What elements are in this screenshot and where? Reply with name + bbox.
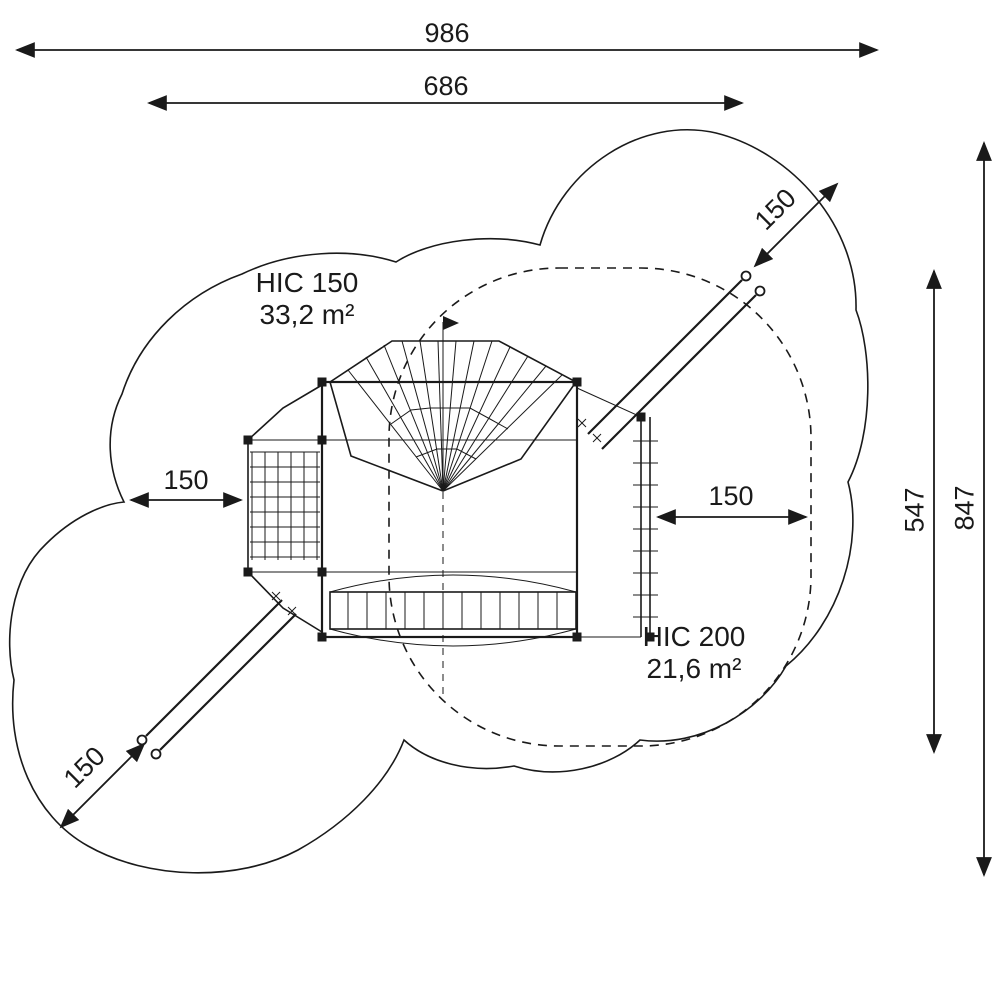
dim-clearance-left: 150 xyxy=(129,465,243,508)
hic150-area: 33,2 m² xyxy=(260,299,355,330)
pole-cap xyxy=(740,270,752,282)
ladder-bridge xyxy=(329,574,577,647)
hic200-area: 21,6 m² xyxy=(647,653,742,684)
hic150-title: HIC 150 xyxy=(256,267,359,298)
right-climber-rungs xyxy=(633,440,658,618)
dim-overall-width: 986 xyxy=(15,18,879,58)
dim-label-inner-width: 686 xyxy=(423,71,468,101)
hic200-title: HIC 200 xyxy=(643,621,746,652)
octagon-deck xyxy=(247,384,323,633)
equipment-structure xyxy=(136,270,766,760)
hic200-boundary xyxy=(388,267,812,747)
dim-overall-height: 847 xyxy=(949,141,992,877)
climbing-net-fan-lines xyxy=(347,340,563,492)
frame-posts xyxy=(243,377,655,642)
pole-cap xyxy=(150,748,162,760)
pole-fittings-ur xyxy=(577,418,602,443)
label-hic200: HIC 200 21,6 m² xyxy=(643,621,746,684)
hic200-zone-dashed-outline xyxy=(388,267,812,747)
dim-inner-height: 547 xyxy=(899,269,942,754)
upper-right-poles xyxy=(577,270,766,450)
dim-label-overall-height: 847 xyxy=(949,485,979,530)
climbing-net xyxy=(329,316,578,492)
pole-cap xyxy=(754,285,766,297)
ladder-bow-top xyxy=(329,574,577,593)
ladder-rungs xyxy=(347,592,558,629)
dim-inner-width: 686 xyxy=(147,71,744,111)
label-hic150: HIC 150 33,2 m² xyxy=(256,267,359,330)
climbing-net-rows xyxy=(390,407,509,460)
right-climber xyxy=(576,387,658,638)
ladder-bow-bottom xyxy=(329,628,577,647)
climbing-net-outline xyxy=(329,340,578,492)
dim-label-overall-width: 986 xyxy=(424,18,469,48)
dim-clearance-right: 150 xyxy=(656,481,808,525)
cloud-path xyxy=(8,128,869,874)
ladder-frame xyxy=(329,591,577,630)
dim-label-clearance-left: 150 xyxy=(163,465,208,495)
dim-label-inner-height: 547 xyxy=(899,487,929,532)
dim-label-clearance-right: 150 xyxy=(708,481,753,511)
mast-flag xyxy=(443,316,459,330)
pole-cap xyxy=(136,734,148,746)
octagon-net-grid xyxy=(250,451,320,560)
pole-fittings-ll xyxy=(271,591,297,616)
main-frame xyxy=(320,380,579,639)
safety-zone-cloud-outline xyxy=(8,128,869,874)
